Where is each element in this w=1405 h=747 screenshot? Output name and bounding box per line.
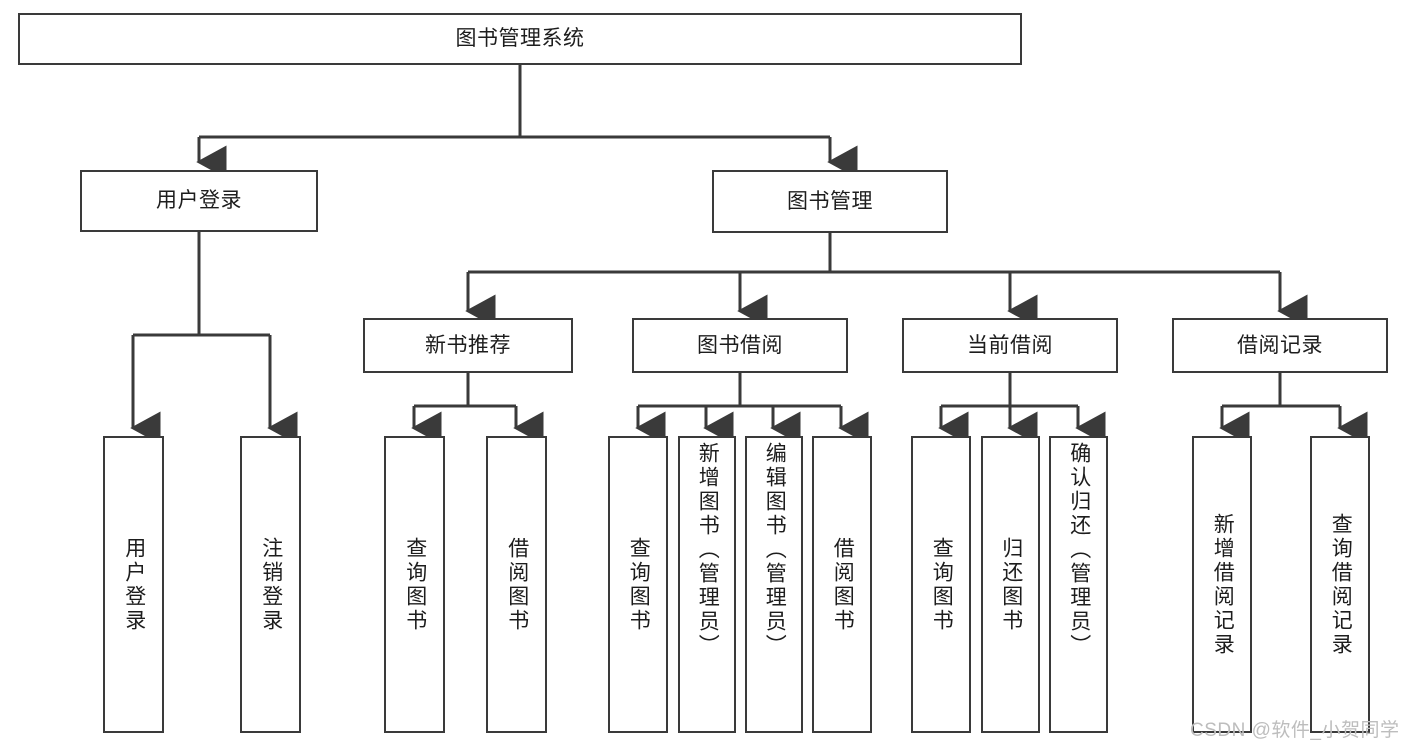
node-root[interactable]: 图书管理系统 <box>18 13 1022 65</box>
leaf-borrowrecord-query-record[interactable]: 查询借阅记录 <box>1310 436 1370 733</box>
leaf-logout[interactable]: 注销登录 <box>240 436 301 733</box>
leaf-bookborrow-add-book[interactable]: 新增图书（管理员） <box>678 436 736 733</box>
node-current-borrow-label: 当前借阅 <box>967 333 1053 357</box>
csdn-watermark: CSDN @软件_小贺同学 <box>1190 720 1400 741</box>
leaf-user-login-label: 用户登录 <box>122 536 146 633</box>
leaf-bookborrow-edit-book-label: 编辑图书（管理员） <box>763 442 787 658</box>
leaf-logout-label: 注销登录 <box>259 536 283 633</box>
node-book-borrow-label: 图书借阅 <box>697 333 783 357</box>
leaf-borrowrecord-add-record-label: 新增借阅记录 <box>1211 512 1235 657</box>
leaf-currentborrow-return-book[interactable]: 归还图书 <box>981 436 1040 733</box>
node-book-borrow[interactable]: 图书借阅 <box>632 318 848 373</box>
leaf-newbook-borrow-book[interactable]: 借阅图书 <box>486 436 547 733</box>
leaf-bookborrow-edit-book[interactable]: 编辑图书（管理员） <box>745 436 803 733</box>
leaf-bookborrow-add-book-label: 新增图书（管理员） <box>696 442 720 658</box>
leaf-currentborrow-query-book[interactable]: 查询图书 <box>911 436 971 733</box>
leaf-newbook-query-book-label: 查询图书 <box>403 536 427 633</box>
leaf-bookborrow-borrow-book[interactable]: 借阅图书 <box>812 436 872 733</box>
leaf-bookborrow-query-book[interactable]: 查询图书 <box>608 436 668 733</box>
leaf-currentborrow-return-book-label: 归还图书 <box>999 536 1023 633</box>
node-root-label: 图书管理系统 <box>455 27 585 51</box>
node-borrow-record-label: 借阅记录 <box>1237 333 1323 357</box>
node-new-book-recommend[interactable]: 新书推荐 <box>363 318 573 373</box>
node-user-login-label: 用户登录 <box>156 189 242 213</box>
leaf-bookborrow-borrow-book-label: 借阅图书 <box>831 536 855 633</box>
leaf-user-login[interactable]: 用户登录 <box>103 436 164 733</box>
node-book-manage[interactable]: 图书管理 <box>712 170 948 233</box>
leaf-borrowrecord-add-record[interactable]: 新增借阅记录 <box>1192 436 1252 733</box>
leaf-currentborrow-query-book-label: 查询图书 <box>930 536 954 633</box>
node-borrow-record[interactable]: 借阅记录 <box>1172 318 1388 373</box>
leaf-currentborrow-confirm-return[interactable]: 确认归还（管理员） <box>1049 436 1108 733</box>
leaf-newbook-query-book[interactable]: 查询图书 <box>384 436 445 733</box>
node-user-login[interactable]: 用户登录 <box>80 170 318 232</box>
node-book-manage-label: 图书管理 <box>787 189 873 213</box>
node-current-borrow[interactable]: 当前借阅 <box>902 318 1118 373</box>
leaf-bookborrow-query-book-label: 查询图书 <box>627 536 651 633</box>
leaf-currentborrow-confirm-return-label: 确认归还（管理员） <box>1067 442 1091 658</box>
leaf-borrowrecord-query-record-label: 查询借阅记录 <box>1329 512 1353 657</box>
leaf-newbook-borrow-book-label: 借阅图书 <box>505 536 529 633</box>
node-new-book-recommend-label: 新书推荐 <box>425 333 511 357</box>
